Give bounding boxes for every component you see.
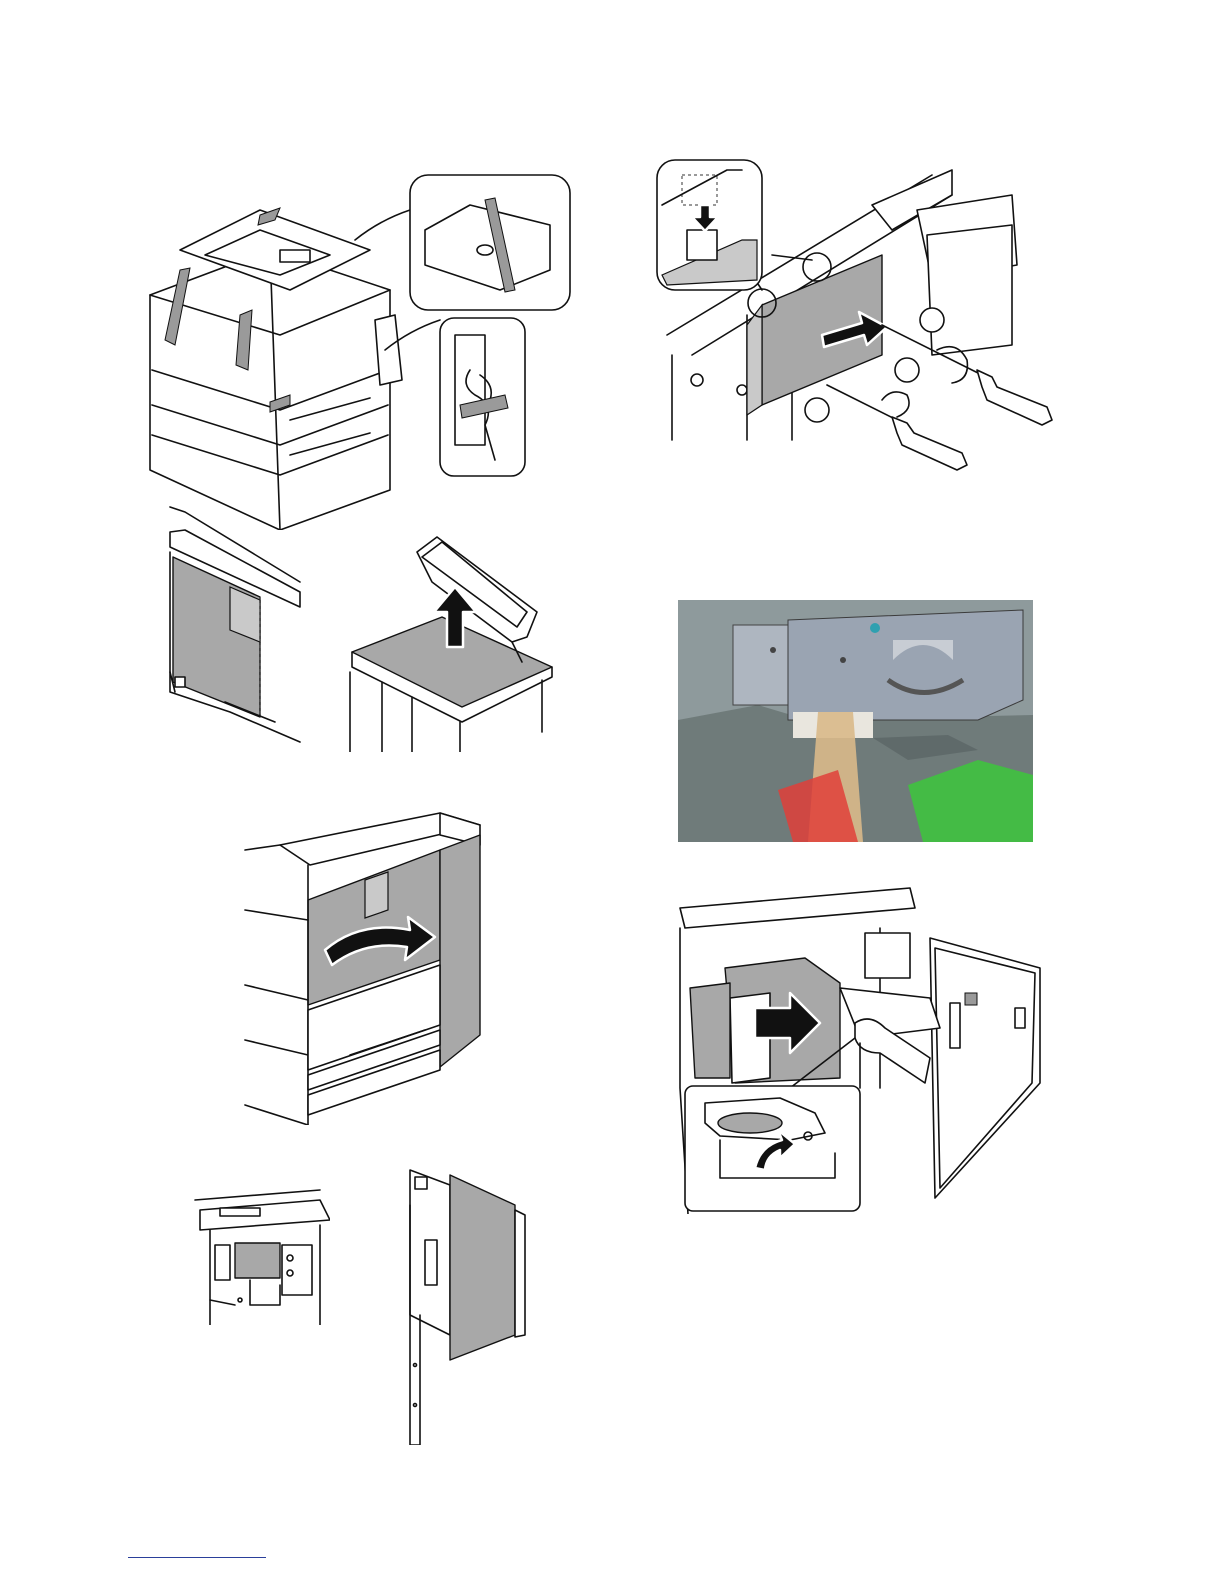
figure-inner-cover — [190, 1185, 330, 1325]
figure-removed-door-panel — [395, 1165, 530, 1445]
lever-icon — [718, 1113, 782, 1133]
figure-remove-unit-screws — [652, 155, 1062, 475]
figure-open-front-cover — [240, 805, 485, 1125]
figure-tape-photo — [678, 600, 1033, 842]
inner-cover-icon — [235, 1243, 280, 1278]
footer-rule — [128, 1557, 266, 1558]
figure-tray-side-panel — [165, 502, 305, 747]
door-panel-icon — [450, 1175, 515, 1360]
figure-copier-overview — [140, 170, 580, 530]
figure-pull-out-unit — [660, 878, 1050, 1214]
photo-icon — [678, 600, 1033, 842]
figure-lift-document-feeder — [342, 532, 567, 752]
